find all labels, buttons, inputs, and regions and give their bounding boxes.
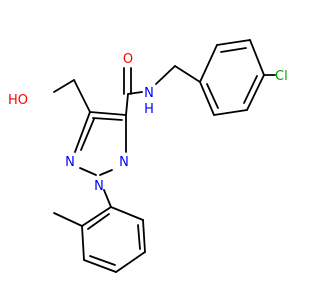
bond-tol2 <box>142 219 146 253</box>
bond-c5-c4 <box>89 111 127 116</box>
bond-cp5 <box>213 109 248 116</box>
bond-cp2 <box>216 39 251 46</box>
bond-tol4 <box>83 259 117 273</box>
bond-ch2-c5 <box>73 79 91 113</box>
bond-tol-inner-c <box>87 213 110 230</box>
bond-tol6 <box>81 206 112 227</box>
bond-tol-inner-a <box>137 224 141 250</box>
bond-cp1 <box>199 44 218 83</box>
bond-n2-n1 <box>79 167 97 176</box>
bonds <box>53 39 276 273</box>
bond-ch2-ring <box>174 65 201 83</box>
bond-cp-inner-b <box>243 75 258 104</box>
atom-chlorine: Cl <box>275 69 288 84</box>
bond-cp-inner-a <box>220 47 247 53</box>
bond-methyl <box>53 212 83 227</box>
atom-amide-nitrogen: N <box>144 86 154 101</box>
bond-camide-n <box>127 91 143 95</box>
bond-n1-c5-double <box>80 118 95 151</box>
bond-n3-n2 <box>99 169 113 176</box>
atom-n1: N <box>65 155 75 170</box>
atom-labels: HO O N H Cl N N N <box>8 52 288 194</box>
atom-n2: N <box>94 179 104 194</box>
bond-n1-c5 <box>74 111 91 153</box>
bond-cp-inner-c <box>206 83 219 109</box>
bond-c4-camide <box>125 93 129 116</box>
bond-cp3 <box>249 39 265 76</box>
atom-amide-hydrogen: H <box>144 102 154 117</box>
bond-tol3 <box>115 251 146 273</box>
atom-carbonyl-oxygen: O <box>123 52 133 67</box>
bond-tol1 <box>110 206 144 221</box>
bond-cp4 <box>246 74 265 111</box>
bond-cp6 <box>199 81 215 116</box>
bond-c5-c4-double <box>92 117 123 121</box>
bond-n2-aryl <box>103 189 112 208</box>
molecule-structure: HO O N H Cl N N N <box>8 39 288 273</box>
bond-n-ch2 <box>155 65 176 85</box>
atom-n3: N <box>119 155 129 170</box>
bond-tol-inner-b <box>89 255 116 266</box>
bond-tol5 <box>81 225 85 261</box>
bond-ho-ch2 <box>53 79 75 93</box>
atom-hydroxyl: HO <box>8 93 28 108</box>
